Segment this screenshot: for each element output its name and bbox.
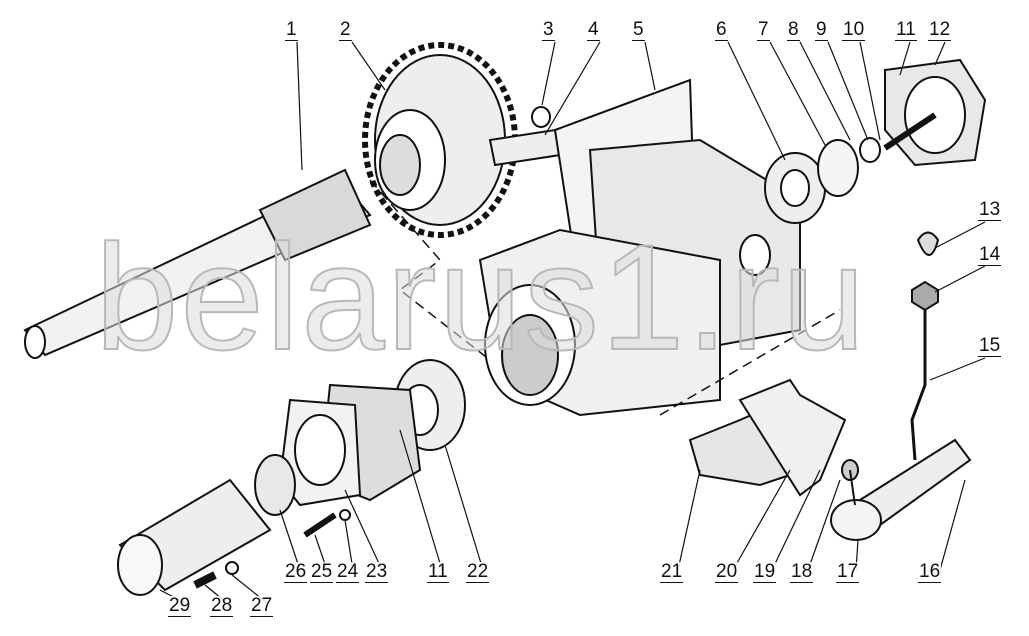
watermark: belarus1.ru — [94, 213, 868, 381]
label-16: 16 — [918, 561, 942, 583]
lever-part — [830, 438, 972, 541]
gear-part — [362, 42, 518, 238]
label-26: 26 — [284, 561, 308, 583]
label-1: 1 — [285, 19, 298, 41]
label-27: 27 — [250, 595, 274, 617]
label-24: 24 — [336, 561, 360, 583]
label-4: 4 — [587, 19, 600, 41]
label-14: 14 — [978, 244, 1002, 266]
label-15: 15 — [978, 335, 1002, 357]
assembly-line — [659, 309, 841, 416]
label-8: 8 — [787, 19, 800, 41]
nut-part — [911, 280, 939, 312]
washer-part — [916, 231, 940, 256]
label-6: 6 — [715, 19, 728, 41]
washer-27-part — [225, 561, 239, 575]
label-25: 25 — [310, 561, 334, 583]
label-9: 9 — [815, 19, 828, 41]
label-22: 22 — [466, 561, 490, 583]
label-20: 20 — [715, 561, 739, 583]
label-28: 28 — [210, 595, 234, 617]
label-12: 12 — [928, 19, 952, 41]
ring-part — [531, 106, 551, 128]
washer-small-part — [339, 509, 351, 521]
seal-part — [254, 454, 296, 516]
label-5: 5 — [632, 19, 645, 41]
label-7: 7 — [757, 19, 770, 41]
bearing-part — [764, 137, 881, 224]
cover-part — [883, 58, 987, 167]
label-2: 2 — [339, 19, 352, 41]
label-13: 13 — [978, 199, 1002, 221]
housing-part — [478, 78, 801, 417]
label-10: 10 — [842, 19, 866, 41]
bolt-28-part — [193, 571, 217, 589]
rod-part — [910, 310, 927, 461]
assembly-line — [369, 179, 491, 361]
label-23: 23 — [365, 561, 389, 583]
end-housing-part — [117, 478, 272, 596]
bolt-part — [303, 512, 337, 538]
label-17: 17 — [836, 561, 860, 583]
label-11-lower: 11 — [427, 561, 449, 583]
shaft-part — [23, 168, 372, 359]
label-29: 29 — [168, 595, 192, 617]
leader-lines — [159, 41, 986, 604]
label-3: 3 — [542, 19, 555, 41]
label-21: 21 — [660, 561, 684, 583]
label-18: 18 — [790, 561, 814, 583]
bracket-part — [738, 378, 847, 497]
label-11: 11 — [895, 19, 917, 41]
label-19: 19 — [753, 561, 777, 583]
